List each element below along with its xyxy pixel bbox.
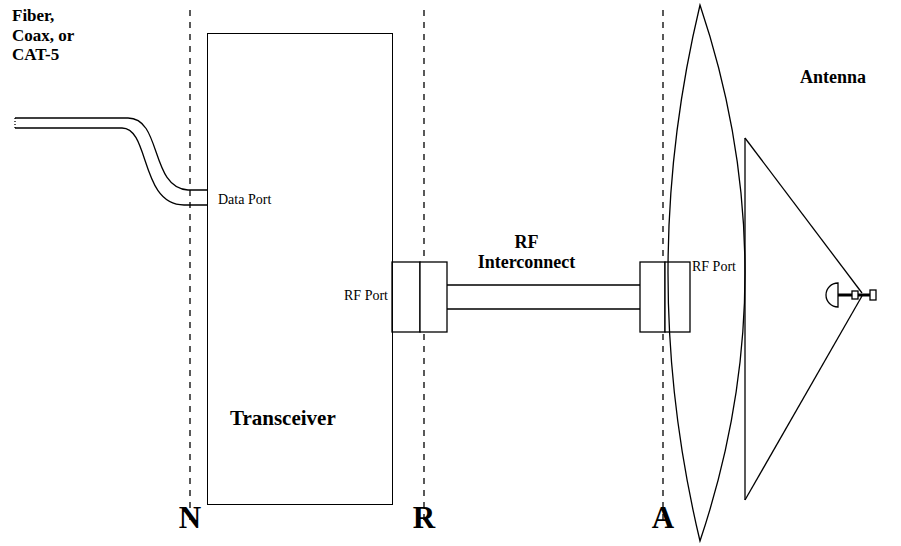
rf-connector	[665, 262, 690, 332]
rf-interconnect	[393, 285, 640, 309]
reference-plane	[189, 10, 190, 520]
feed-horn	[826, 283, 838, 307]
plane-label: R	[413, 500, 435, 536]
feed-tip	[870, 290, 876, 300]
medium-label: Fiber, Coax, or CAT-5	[12, 6, 100, 65]
dish-rim	[744, 138, 745, 500]
dish-outline	[668, 5, 745, 541]
edge-label: RF Interconnect	[467, 232, 587, 273]
plane-label: N	[179, 500, 201, 536]
antenna-dish: RF PortAntenna	[640, 5, 750, 541]
box-title: Transceiver	[230, 406, 336, 430]
feed-strut	[745, 296, 862, 500]
antenna-title: Antenna	[800, 67, 866, 88]
feed-ring	[852, 291, 858, 299]
port-label: RF Port	[692, 259, 736, 275]
rf-connector	[392, 262, 420, 332]
reference-plane	[423, 10, 424, 520]
plane-label: A	[652, 500, 674, 536]
cable-end	[14, 118, 15, 128]
cable-line	[15, 128, 207, 205]
feed-strut	[745, 138, 862, 293]
port-label: Data Port	[218, 192, 271, 208]
port-label: RF Port	[344, 288, 388, 304]
transceiver-box: Data Port RF PortTransceiver	[207, 33, 393, 505]
rf-connector	[640, 262, 665, 332]
cable-line	[15, 118, 207, 190]
rf-connector	[420, 262, 447, 332]
reference-plane	[662, 10, 663, 520]
